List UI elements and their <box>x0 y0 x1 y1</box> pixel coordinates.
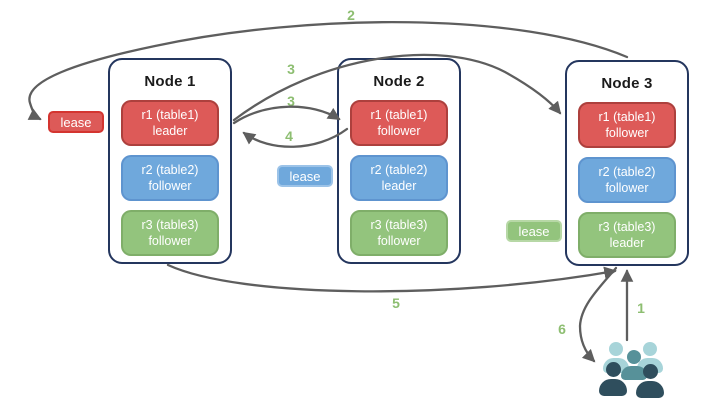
replica-role: follower <box>605 181 649 195</box>
arrow-step-5 <box>166 263 617 293</box>
replica-name: r3 (table3) <box>370 218 428 232</box>
replica-name: r1 (table1) <box>370 108 428 122</box>
replica-role: follower <box>377 234 421 248</box>
step-label-3-short: 3 <box>287 93 295 109</box>
node-3-title: Node 3 <box>601 75 653 92</box>
node-2-title: Node 2 <box>373 73 425 90</box>
user-person-front-right-icon <box>636 364 664 398</box>
node-3-replica-r3: r3 (table3) leader <box>578 212 676 258</box>
replica-role: follower <box>148 234 192 248</box>
users-icon <box>592 336 670 398</box>
replica-role: follower <box>605 126 649 140</box>
step-label-4: 4 <box>285 128 293 144</box>
step-label-3-long: 3 <box>287 61 295 77</box>
node-3-box: Node 3 r1 (table1) follower r2 (table2) … <box>565 60 689 266</box>
replica-role: leader <box>381 179 417 193</box>
replica-name: r3 (table3) <box>141 218 199 232</box>
node-1-replica-r3: r3 (table3) follower <box>121 210 219 256</box>
step-label-5: 5 <box>392 295 400 311</box>
replica-role: leader <box>152 124 188 138</box>
replica-name: r2 (table2) <box>598 165 656 179</box>
node-2-box: Node 2 r1 (table1) follower r2 (table2) … <box>337 58 461 264</box>
replica-name: r2 (table2) <box>370 163 428 177</box>
replica-name: r2 (table2) <box>141 163 199 177</box>
user-person-middle-icon <box>621 350 647 380</box>
node-1-replica-r2: r2 (table2) follower <box>121 155 219 201</box>
lease-badge-green: lease <box>506 220 562 242</box>
node-3-replica-r2: r2 (table2) follower <box>578 157 676 203</box>
step-label-6: 6 <box>558 321 566 337</box>
replica-role: leader <box>609 236 645 250</box>
lease-badge-blue: lease <box>277 165 333 187</box>
node-2-replica-r3: r3 (table3) follower <box>350 210 448 256</box>
replica-name: r1 (table1) <box>598 110 656 124</box>
node-1-box: Node 1 r1 (table1) leader r2 (table2) fo… <box>108 58 232 264</box>
node-1-title: Node 1 <box>144 73 196 90</box>
replica-name: r1 (table1) <box>141 108 199 122</box>
lease-badge-red: lease <box>48 111 104 133</box>
step-label-2: 2 <box>347 7 355 23</box>
replica-role: follower <box>148 179 192 193</box>
node-3-replica-r1: r1 (table1) follower <box>578 102 676 148</box>
user-person-front-left-icon <box>599 362 627 396</box>
node-1-replica-r1: r1 (table1) leader <box>121 100 219 146</box>
step-label-1: 1 <box>637 300 645 316</box>
replica-role: follower <box>377 124 421 138</box>
node-2-replica-r1: r1 (table1) follower <box>350 100 448 146</box>
arrow-step-3-short <box>232 105 341 125</box>
replica-name: r3 (table3) <box>598 220 656 234</box>
node-2-replica-r2: r2 (table2) leader <box>350 155 448 201</box>
